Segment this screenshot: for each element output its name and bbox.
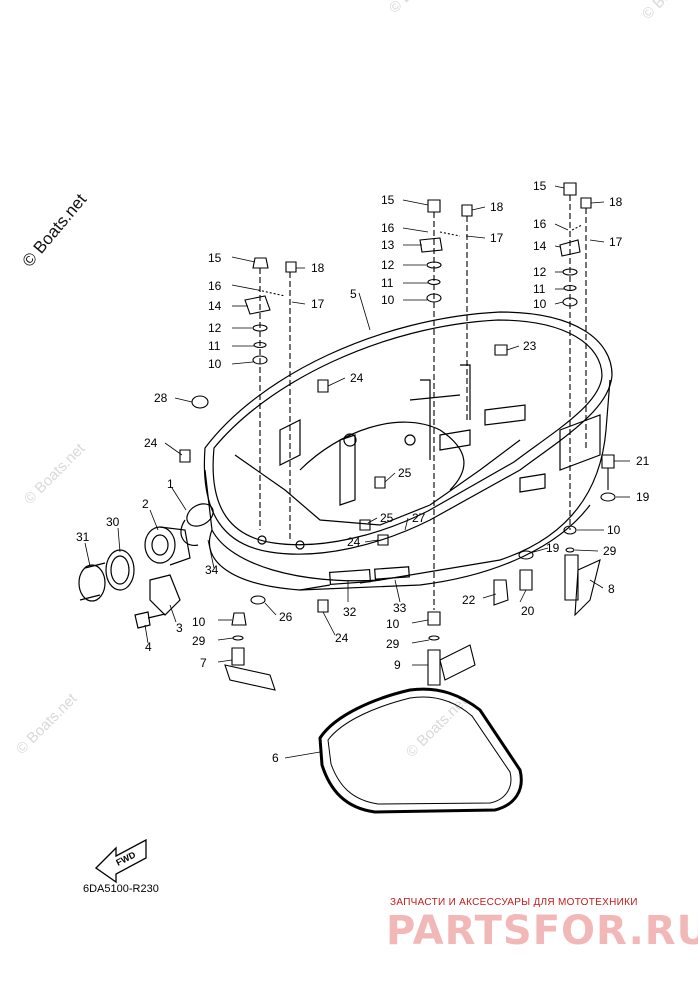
callout-8: 8 xyxy=(608,582,615,596)
callout-11-right: 11 xyxy=(533,282,546,296)
center-stud-stack xyxy=(419,199,473,610)
callout-12-center: 12 xyxy=(381,258,395,272)
callout-21: 21 xyxy=(636,454,650,468)
front-parts xyxy=(78,503,214,629)
callout-6: 6 xyxy=(272,751,279,765)
callout-17-center: 17 xyxy=(490,231,504,245)
callout-12-right: 12 xyxy=(533,265,547,279)
callout-29-right: 29 xyxy=(603,544,617,558)
watermark-faint-1: © Boats.net xyxy=(386,0,454,17)
callout-19-center: 19 xyxy=(546,541,560,555)
callout-24-center: 24 xyxy=(347,535,361,549)
callout-13: 13 xyxy=(381,238,395,252)
callout-10-right-top: 10 xyxy=(533,297,547,311)
diagram-code: 6DA5100-R230 xyxy=(83,883,159,895)
callout-12-left: 12 xyxy=(208,321,222,335)
callout-15-center: 15 xyxy=(381,193,395,207)
callout-7: 7 xyxy=(200,656,207,670)
callout-5: 5 xyxy=(350,287,357,301)
callout-10-right-mid: 10 xyxy=(607,523,621,537)
callout-25-lower: 25 xyxy=(380,511,394,525)
seal-gasket-inner xyxy=(327,696,512,805)
callout-3: 3 xyxy=(176,621,183,635)
callout-9: 9 xyxy=(394,658,401,672)
callout-15-left: 15 xyxy=(208,251,222,265)
callout-15-right: 15 xyxy=(533,179,547,193)
callout-26: 26 xyxy=(279,610,293,624)
callout-labels: 15 18 16 14 17 12 11 10 15 18 16 13 17 1… xyxy=(76,179,650,765)
callout-19-right: 19 xyxy=(636,490,650,504)
callout-18-center: 18 xyxy=(490,200,504,214)
brand-logo-text: PARTSFOR.RU xyxy=(386,908,698,954)
callout-14-left: 14 xyxy=(208,299,222,313)
callout-23: 23 xyxy=(523,339,537,353)
callout-1: 1 xyxy=(167,477,174,491)
callout-32: 32 xyxy=(343,605,357,619)
callout-20: 20 xyxy=(521,604,535,618)
parts-banner-text: ЗАПЧАСТИ И АКСЕССУАРЫ ДЛЯ МОТОТЕХНИКИ xyxy=(390,897,638,908)
callout-24-left: 24 xyxy=(144,436,158,450)
callout-18-right: 18 xyxy=(609,195,623,209)
callout-16-left: 16 xyxy=(208,279,222,293)
callout-28: 28 xyxy=(154,391,168,405)
watermark-faint-4: © Boats.net xyxy=(403,693,471,761)
callout-11-left: 11 xyxy=(208,339,221,353)
watermark-main: © Boats.net xyxy=(19,190,91,271)
callout-18-left: 18 xyxy=(311,261,325,275)
left-stud-stack xyxy=(244,257,297,540)
callout-11-center: 11 xyxy=(381,276,394,290)
callout-34: 34 xyxy=(205,563,219,577)
leader-lines xyxy=(84,185,630,759)
bottom-cowling-part xyxy=(203,311,613,591)
callout-24-top: 24 xyxy=(350,371,364,385)
watermark-faint-3: © Boats.net xyxy=(13,690,81,758)
right-stud-stack xyxy=(559,182,592,530)
fwd-arrow: FWD xyxy=(94,838,147,884)
callout-2: 2 xyxy=(142,497,149,511)
lower-parts xyxy=(179,344,616,691)
callout-22: 22 xyxy=(462,593,476,607)
callout-27: 27 xyxy=(412,511,426,525)
callout-10-center-bottom: 10 xyxy=(386,617,400,631)
callout-14-right: 14 xyxy=(533,239,547,253)
callout-10-center-top: 10 xyxy=(381,293,395,307)
callout-31: 31 xyxy=(76,530,90,544)
callout-33: 33 xyxy=(393,601,407,615)
watermark-faint-5: © Boats.net xyxy=(639,0,698,23)
callout-30: 30 xyxy=(106,515,120,529)
callout-29-left: 29 xyxy=(192,634,206,648)
callout-24-lower: 24 xyxy=(335,631,349,645)
callout-10-left-bottom: 10 xyxy=(192,615,206,629)
callout-17-right: 17 xyxy=(609,235,623,249)
callout-16-center: 16 xyxy=(381,221,395,235)
watermark-faint-2: © Boats.net xyxy=(21,440,89,508)
callout-16-right: 16 xyxy=(533,217,547,231)
callout-4: 4 xyxy=(145,640,152,654)
seal-gasket-part xyxy=(318,687,523,814)
callout-17-left: 17 xyxy=(311,297,325,311)
callout-10-left-top: 10 xyxy=(208,357,222,371)
callout-25-upper: 25 xyxy=(398,466,412,480)
callout-29-center: 29 xyxy=(386,637,400,651)
